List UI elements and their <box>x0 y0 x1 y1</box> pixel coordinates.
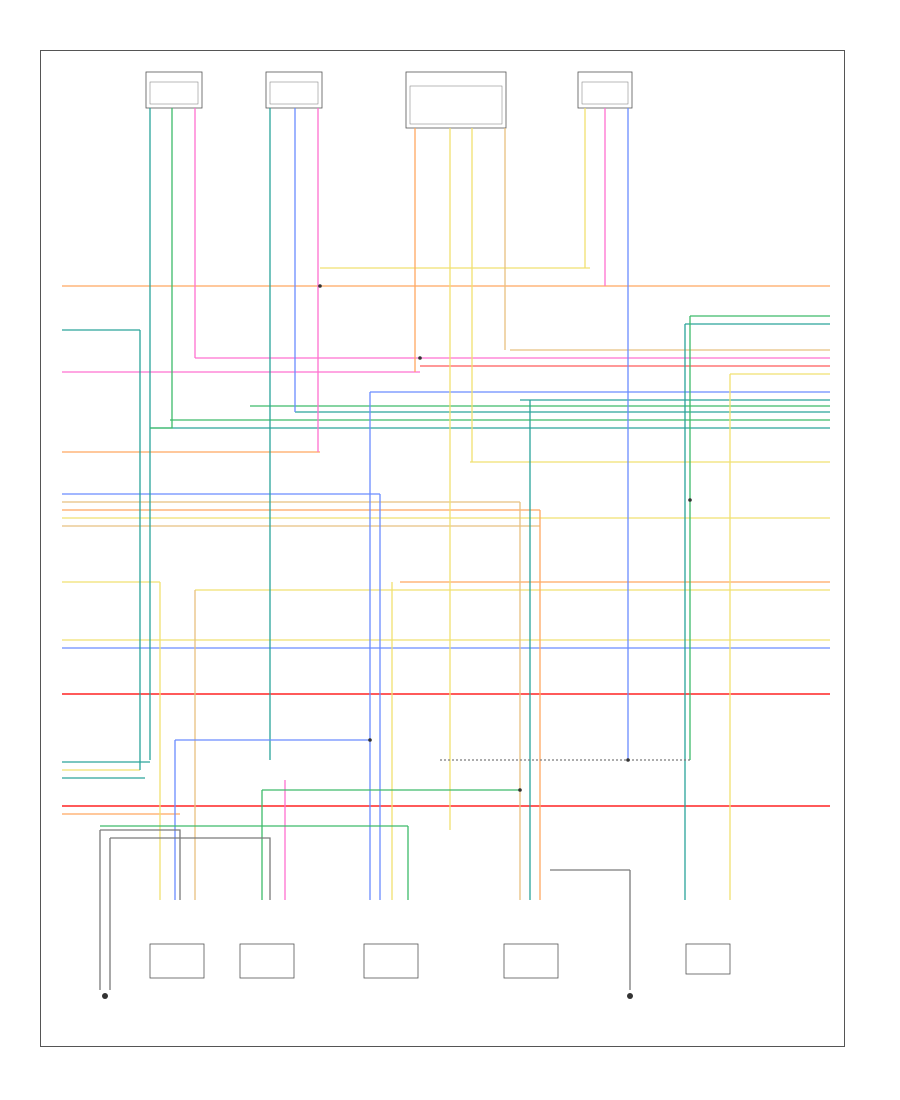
wire-gray-ground-link2 <box>110 837 271 900</box>
splice-dot-s4 <box>368 738 372 742</box>
component-rr-door-switch <box>265 71 323 109</box>
splice-dot-s5 <box>626 758 630 762</box>
component-left-ground-point <box>102 993 108 999</box>
component-rear-sensor <box>577 71 633 109</box>
component-right-rear-motor <box>503 943 559 979</box>
ground-point-right-icon <box>627 993 633 999</box>
component-left-rear-motor <box>363 943 419 979</box>
splice-dot-s6 <box>518 788 522 792</box>
component-lr-door-switch <box>145 71 203 109</box>
component-electronic-unit <box>685 943 731 975</box>
bus-wires <box>62 267 830 815</box>
component-rear-right-speaker <box>239 943 295 979</box>
ground-point-left-icon <box>102 993 108 999</box>
diagram-frame <box>40 50 845 1047</box>
component-right-ground-point <box>627 993 633 999</box>
splice-labels <box>318 284 692 792</box>
wire-v-green-1 <box>150 108 173 429</box>
splice-dot-s2 <box>418 356 422 360</box>
vertical-wires <box>99 108 731 990</box>
splice-dot-s3 <box>688 498 692 502</box>
wire-gray-ground-link1 <box>100 829 181 900</box>
splice-dot-s1 <box>318 284 322 288</box>
component-rear-left-speaker <box>149 943 205 979</box>
component-center-module <box>405 71 507 129</box>
